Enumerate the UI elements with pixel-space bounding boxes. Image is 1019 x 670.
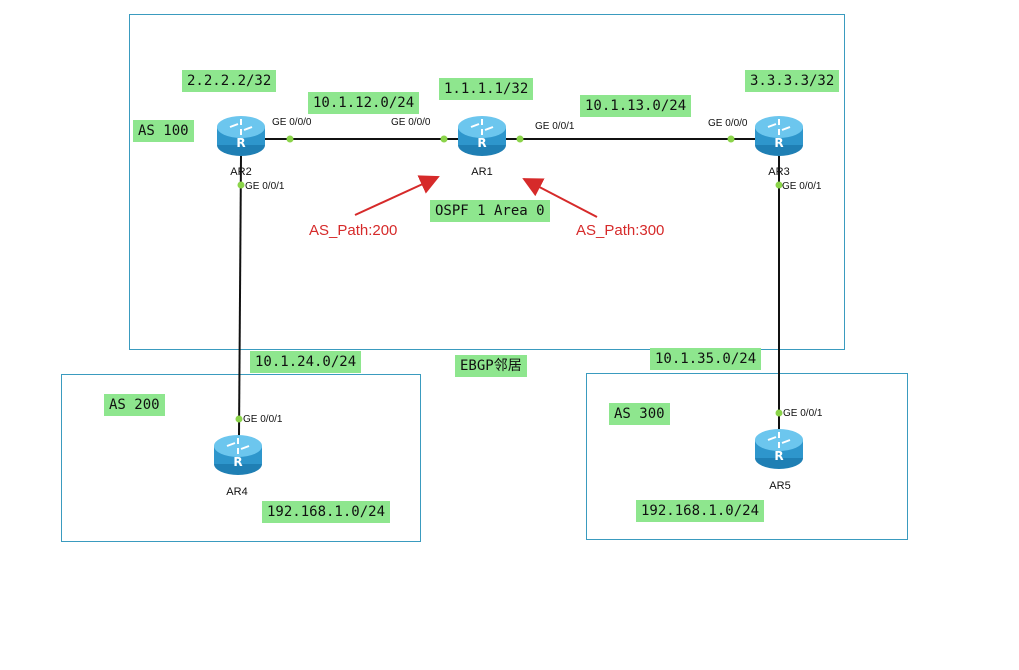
router-ar2-label: AR2 <box>230 166 252 178</box>
port-ar1-g000: GE 0/0/0 <box>391 117 431 128</box>
port-dot <box>727 135 735 143</box>
port-ar2-g001: GE 0/0/1 <box>245 181 285 192</box>
as100-box <box>129 14 845 350</box>
ar1-loopback-label: 1.1.1.1/32 <box>439 78 534 100</box>
router-ar1-label: AR1 <box>471 166 493 178</box>
as200-label: AS 200 <box>104 394 165 416</box>
router-ar1-icon[interactable]: R <box>457 115 507 157</box>
port-ar3-g001: GE 0/0/1 <box>782 181 822 192</box>
ar5-network-label: 192.168.1.0/24 <box>636 500 765 522</box>
port-ar4-g001: GE 0/0/1 <box>243 414 283 425</box>
as300-label: AS 300 <box>609 403 670 425</box>
svg-text:R: R <box>233 455 242 469</box>
as300-box <box>586 373 908 540</box>
port-ar3-g000: GE 0/0/0 <box>708 118 748 129</box>
port-dot <box>775 409 783 417</box>
router-ar4-icon[interactable]: R <box>213 434 263 476</box>
port-ar5-g001: GE 0/0/1 <box>783 408 823 419</box>
as100-label: AS 100 <box>133 120 194 142</box>
net-13-label: 10.1.13.0/24 <box>580 95 692 117</box>
link-ar2-ar4 <box>238 155 242 437</box>
port-dot <box>775 181 783 189</box>
ar2-loopback-label: 2.2.2.2/32 <box>182 70 277 92</box>
router-ar3-icon[interactable]: R <box>754 115 804 157</box>
as200-box <box>61 374 421 542</box>
ospf-label: OSPF 1 Area 0 <box>430 200 550 222</box>
port-dot <box>235 415 243 423</box>
svg-text:R: R <box>477 136 486 150</box>
port-dot <box>237 181 245 189</box>
router-ar5-icon[interactable]: R <box>754 428 804 470</box>
router-ar3-label: AR3 <box>768 166 790 178</box>
router-ar5-label: AR5 <box>769 480 791 492</box>
port-dot <box>440 135 448 143</box>
net-12-label: 10.1.12.0/24 <box>308 92 420 114</box>
net-35-label: 10.1.35.0/24 <box>650 348 762 370</box>
net-24-label: 10.1.24.0/24 <box>250 351 362 373</box>
ebgp-label: EBGP邻居 <box>455 355 527 377</box>
aspath-200-annotation: AS_Path:200 <box>309 222 398 239</box>
aspath-200-arrow <box>354 175 440 216</box>
port-dot <box>286 135 294 143</box>
ar3-loopback-label: 3.3.3.3/32 <box>745 70 840 92</box>
ar4-network-label: 192.168.1.0/24 <box>262 501 391 523</box>
svg-text:R: R <box>236 136 245 150</box>
router-ar2-icon[interactable]: R <box>216 115 266 157</box>
svg-text:R: R <box>774 449 783 463</box>
aspath-300-annotation: AS_Path:300 <box>576 222 665 239</box>
svg-text:R: R <box>774 136 783 150</box>
port-ar1-g001: GE 0/0/1 <box>535 121 575 132</box>
router-ar4-label: AR4 <box>226 486 248 498</box>
port-ar2-g000: GE 0/0/0 <box>272 117 312 128</box>
aspath-300-arrow <box>522 178 598 218</box>
port-dot <box>516 135 524 143</box>
